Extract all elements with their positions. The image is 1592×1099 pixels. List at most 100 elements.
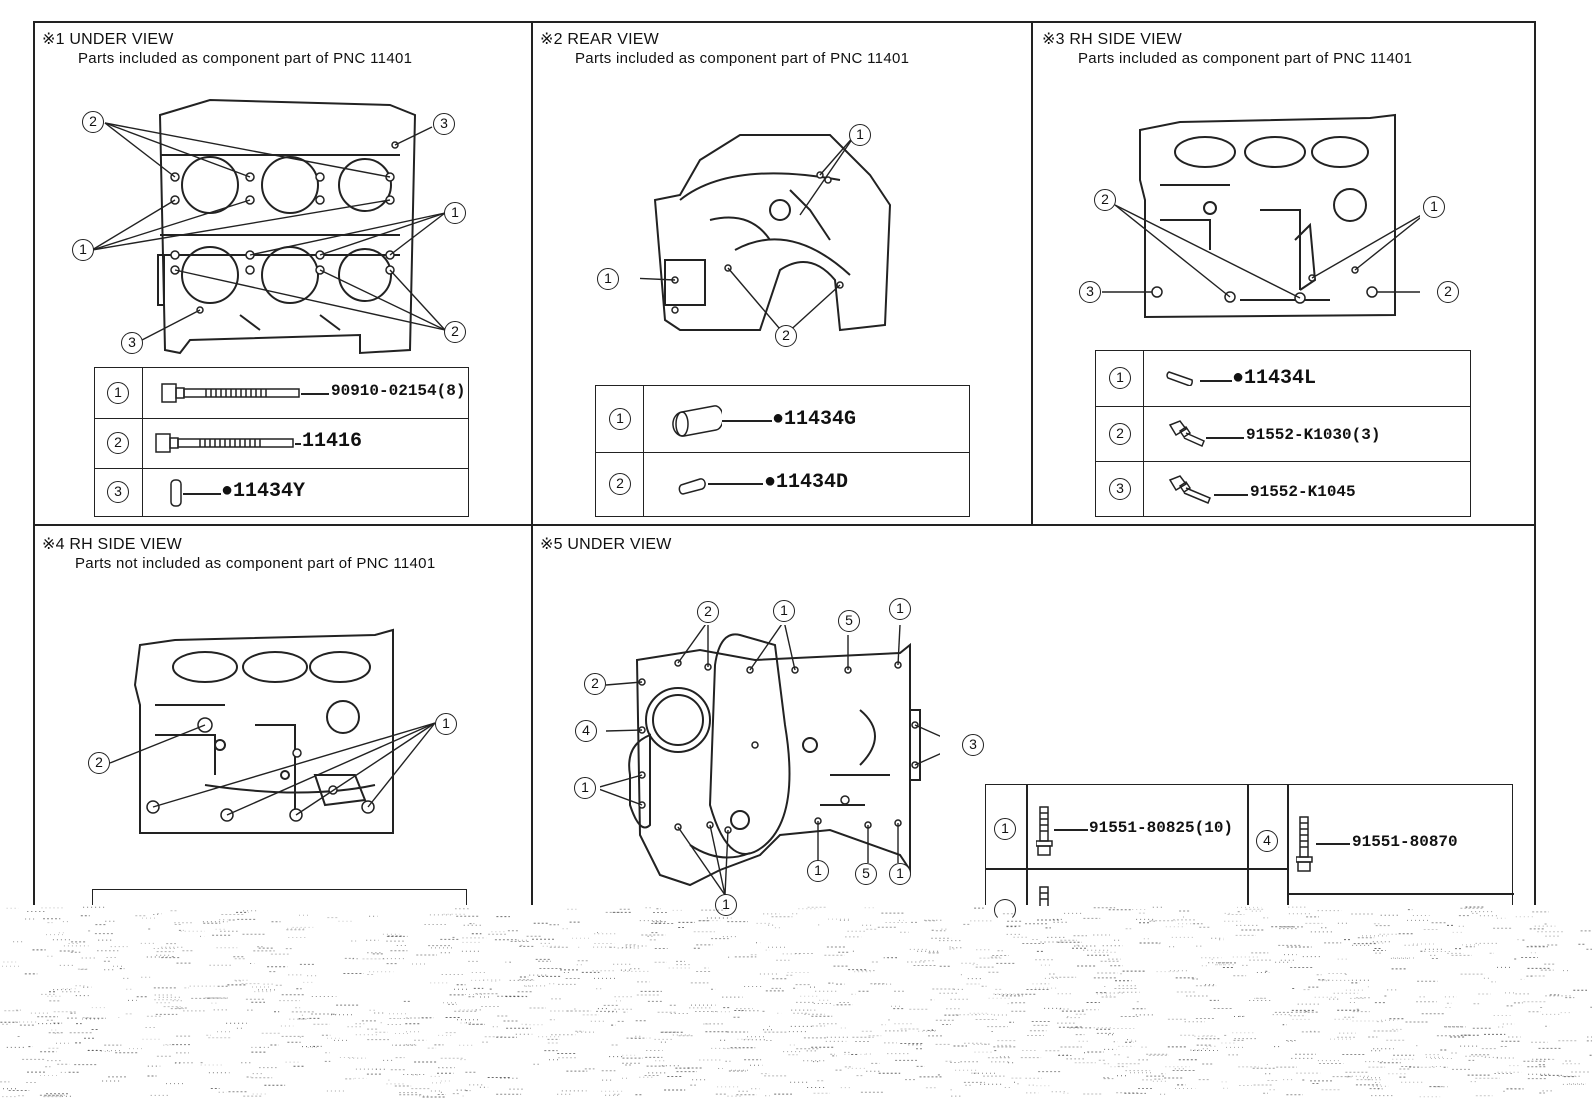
row-callout: 1 xyxy=(609,408,631,430)
part-number: 91551-80870 xyxy=(1352,833,1458,851)
table-row: 2 11416 xyxy=(95,418,468,468)
long-bolt-icon xyxy=(155,433,294,453)
panel-2-callout-2-bottom: 2 xyxy=(775,325,797,347)
panel-5-callout-5-top: 5 xyxy=(838,610,860,632)
row-number-cell: 2 xyxy=(1096,407,1144,461)
panel-1-callout-2-bottom: 2 xyxy=(444,321,466,343)
frame-middle-horizontal xyxy=(33,524,1536,526)
column-divider xyxy=(1287,785,1289,905)
row-divider xyxy=(986,868,1287,870)
straight-pin-icon xyxy=(1166,371,1193,386)
panel-5-callout-1-top: 1 xyxy=(773,600,795,622)
panel-5-callout-1-topright: 1 xyxy=(889,598,911,620)
panel-1-callout-1-left: 1 xyxy=(72,239,94,261)
row-callout: 2 xyxy=(609,473,631,495)
column-divider xyxy=(1247,785,1249,905)
panel-2-engine-block-rear-view xyxy=(640,134,892,335)
leader-line xyxy=(295,443,301,445)
part-number: 91552-K1030(3) xyxy=(1246,426,1381,444)
leader-line xyxy=(1214,494,1248,496)
panel-5-engine-block-under-view xyxy=(600,625,940,896)
part-number: ●11434Y xyxy=(221,480,306,503)
panel-1-callout-2-top: 2 xyxy=(82,111,104,133)
frame-top-border xyxy=(33,21,1536,23)
leader-line xyxy=(1054,829,1088,831)
panel-5-callout-1-bottom-c: 1 xyxy=(715,894,737,916)
panel-5-callout-4-left: 4 xyxy=(575,720,597,742)
panel-1-engine-block-under-view xyxy=(91,98,446,355)
leader-line xyxy=(301,393,329,395)
table-row: 3 91552-K1045 xyxy=(1096,461,1470,516)
panel-4-title: ※4 RH SIDE VIEW xyxy=(42,536,182,553)
panel-3-title: ※3 RH SIDE VIEW xyxy=(1042,31,1182,48)
panel-5-title: ※5 UNDER VIEW xyxy=(540,536,672,553)
row-number-cell: 1 xyxy=(95,368,143,418)
frame-divider-2 xyxy=(1031,21,1033,525)
panel-3-callout-1-right: 1 xyxy=(1423,196,1445,218)
row-number-cell: 1 xyxy=(1096,351,1144,406)
row-callout: 1 xyxy=(994,818,1016,840)
vertical-bolt-icon xyxy=(1296,816,1313,872)
panel-5-callout-2-top: 2 xyxy=(697,601,719,623)
panel-1-callout-1-right: 1 xyxy=(444,202,466,224)
row-callout: 1 xyxy=(1109,367,1131,389)
panel-2-title: ※2 REAR VIEW xyxy=(540,31,659,48)
row-number-cell: 2 xyxy=(596,453,644,516)
row-callout: 2 xyxy=(107,432,129,454)
panel-1-parts-table: 1 90910-02154(8) 2 11416 3 xyxy=(94,367,469,517)
row-callout-partial xyxy=(994,899,1016,921)
panel-2-subtitle: Parts included as component part of PNC … xyxy=(575,50,910,67)
row-number-cell: 3 xyxy=(95,469,143,516)
row-number-cell: 3 xyxy=(1096,462,1144,516)
panel-3-subtitle: Parts included as component part of PNC … xyxy=(1078,50,1413,67)
table-row: 1 ●11434L xyxy=(1096,351,1470,406)
panel-5-callout-3-right: 3 xyxy=(962,734,984,756)
panel-1-title: ※1 UNDER VIEW xyxy=(42,31,174,48)
row-callout: 3 xyxy=(1109,478,1131,500)
panel-5-parts-table: 1 91551-80825(10) 4 91551-80870 xyxy=(985,784,1514,921)
panel-3-engine-block-rh-side-view xyxy=(1102,113,1420,319)
vertical-bolt-icon xyxy=(1039,886,1049,906)
panel-2-callout-1-left: 1 xyxy=(597,268,619,290)
panel-4-callout-2: 2 xyxy=(88,752,110,774)
panel-2-parts-table: 1 ●11434G 2 ●11434D xyxy=(595,385,970,517)
frame-right-border xyxy=(1534,21,1536,905)
panel-1-callout-3-top: 3 xyxy=(433,113,455,135)
ring-dowel-icon xyxy=(672,405,722,437)
table-row: 2 91552-K1030(3) xyxy=(1096,406,1470,461)
dowel-pin-icon xyxy=(170,479,182,507)
panel-5-callout-1-bottom-b: 1 xyxy=(889,863,911,885)
row-divider xyxy=(1287,893,1514,895)
vertical-bolt-icon xyxy=(1036,806,1053,856)
panel-3-callout-3-left: 3 xyxy=(1079,281,1101,303)
panel-3-callout-2-left: 2 xyxy=(1094,189,1116,211)
panel-5-callout-5-bottom: 5 xyxy=(855,863,877,885)
leader-line xyxy=(1316,843,1350,845)
table-row: 1 90910-02154(8) xyxy=(95,368,468,418)
row-number-cell: 2 xyxy=(95,419,143,468)
part-number: 91552-K1045 xyxy=(1250,483,1356,501)
short-bolt-icon xyxy=(1168,420,1205,448)
part-number: ●11434L xyxy=(1232,367,1317,390)
part-number: 90910-02154(8) xyxy=(331,382,466,400)
row-callout: 4 xyxy=(1256,830,1278,852)
degraded-noise-region xyxy=(0,906,1592,1098)
row-callout: 2 xyxy=(1109,423,1131,445)
panel-1-subtitle: Parts included as component part of PNC … xyxy=(78,50,413,67)
frame-divider-1 xyxy=(531,21,533,905)
panel-3-callout-2-right: 2 xyxy=(1437,281,1459,303)
table-row: 3 ●11434Y xyxy=(95,468,468,516)
panel-1-callout-3-bottom: 3 xyxy=(121,332,143,354)
leader-line xyxy=(708,483,763,485)
row-callout: 3 xyxy=(107,481,129,503)
panel-5-callout-2-left: 2 xyxy=(584,673,606,695)
part-number: 91551-80825(10) xyxy=(1089,819,1234,837)
leader-line xyxy=(1206,437,1244,439)
part-number: ●11434D xyxy=(764,471,849,494)
row-callout: 1 xyxy=(107,382,129,404)
panel-3-parts-table: 1 ●11434L 2 91552-K1030(3) 3 xyxy=(1095,350,1471,517)
part-number: ●11434G xyxy=(772,408,857,431)
panel-5-callout-1-bottom-a: 1 xyxy=(807,860,829,882)
frame-left-border xyxy=(33,21,35,905)
leader-line xyxy=(183,493,221,495)
